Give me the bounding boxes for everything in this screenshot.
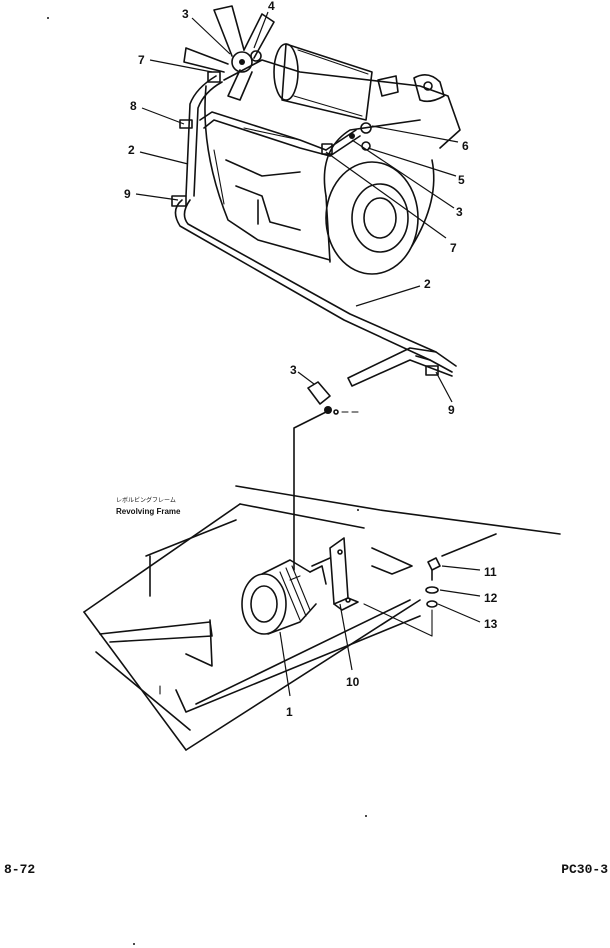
revolving-frame-label: レボルビングフレーム Revolving Frame <box>116 496 181 516</box>
connector-3 <box>293 381 359 571</box>
callout-3-lower: 3 <box>290 363 297 377</box>
callout-12: 12 <box>484 591 498 605</box>
callout-6: 6 <box>462 139 469 153</box>
callout-13: 13 <box>484 617 498 631</box>
callout-2-upper: 2 <box>128 143 135 157</box>
callout-7-left: 7 <box>138 53 145 67</box>
frame-label-japanese: レボルビングフレーム <box>116 496 176 504</box>
model-code: PC30-3 <box>561 862 608 877</box>
engine-assembly <box>183 5 461 275</box>
callout-2-lower: 2 <box>424 277 431 291</box>
air-cleaner <box>273 43 373 121</box>
callout-9-lower: 9 <box>448 403 455 417</box>
callout-3-mid: 3 <box>456 205 463 219</box>
page-number: 8-72 <box>4 862 36 877</box>
wiring-harness <box>171 50 457 387</box>
callout-3-top: 3 <box>182 7 189 21</box>
callout-8: 8 <box>130 99 137 113</box>
leader-lines <box>135 11 481 697</box>
callout-4: 4 <box>268 0 275 13</box>
frame-label-english: Revolving Frame <box>116 507 181 516</box>
engine-fan <box>183 5 275 101</box>
callout-7-right: 7 <box>450 241 457 255</box>
callout-11: 11 <box>484 565 497 579</box>
muffler <box>323 119 435 275</box>
callout-5: 5 <box>458 173 465 187</box>
callout-9-upper: 9 <box>124 187 131 201</box>
horn-assembly <box>241 537 441 637</box>
callout-1: 1 <box>286 705 293 719</box>
revolving-frame <box>83 485 561 751</box>
callout-10: 10 <box>346 675 360 689</box>
callout-numbers: 3 4 7 8 2 9 6 5 3 7 2 9 3 1 10 11 12 13 <box>124 0 498 719</box>
